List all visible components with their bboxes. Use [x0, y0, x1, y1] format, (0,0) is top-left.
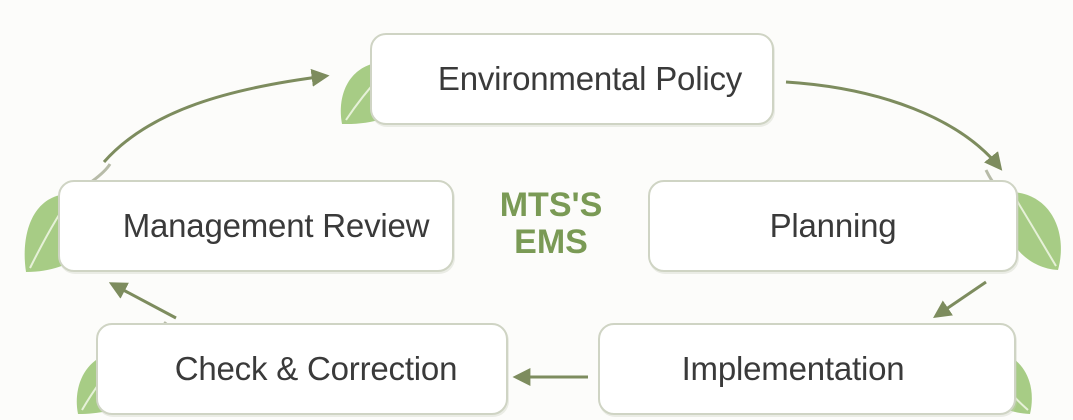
- step-environmental-policy: Environmental Policy: [370, 33, 774, 125]
- step-label: Planning: [769, 207, 897, 244]
- step-planning: Planning: [648, 180, 1018, 272]
- arrow-review-to-policy: [102, 68, 330, 163]
- step-label: Management Review: [122, 207, 430, 244]
- step-label: Implementation: [681, 350, 905, 387]
- step-management-review: Management Review: [58, 180, 454, 272]
- center-title-line: MTS'S: [499, 186, 603, 224]
- step-check-and-correction: Check & Correction: [96, 323, 508, 415]
- arrow-planning-to-implementation: [933, 280, 987, 319]
- step-label: Environmental Policy: [437, 60, 743, 97]
- arrow-check-to-review: [108, 282, 177, 320]
- center-title-line: EMS: [514, 223, 588, 261]
- center-title: MTS'S EMS: [472, 187, 630, 261]
- step-label: Check & Correction: [174, 350, 458, 387]
- arrow-policy-to-planning: [785, 80, 1003, 171]
- step-implementation: Implementation: [598, 323, 1016, 415]
